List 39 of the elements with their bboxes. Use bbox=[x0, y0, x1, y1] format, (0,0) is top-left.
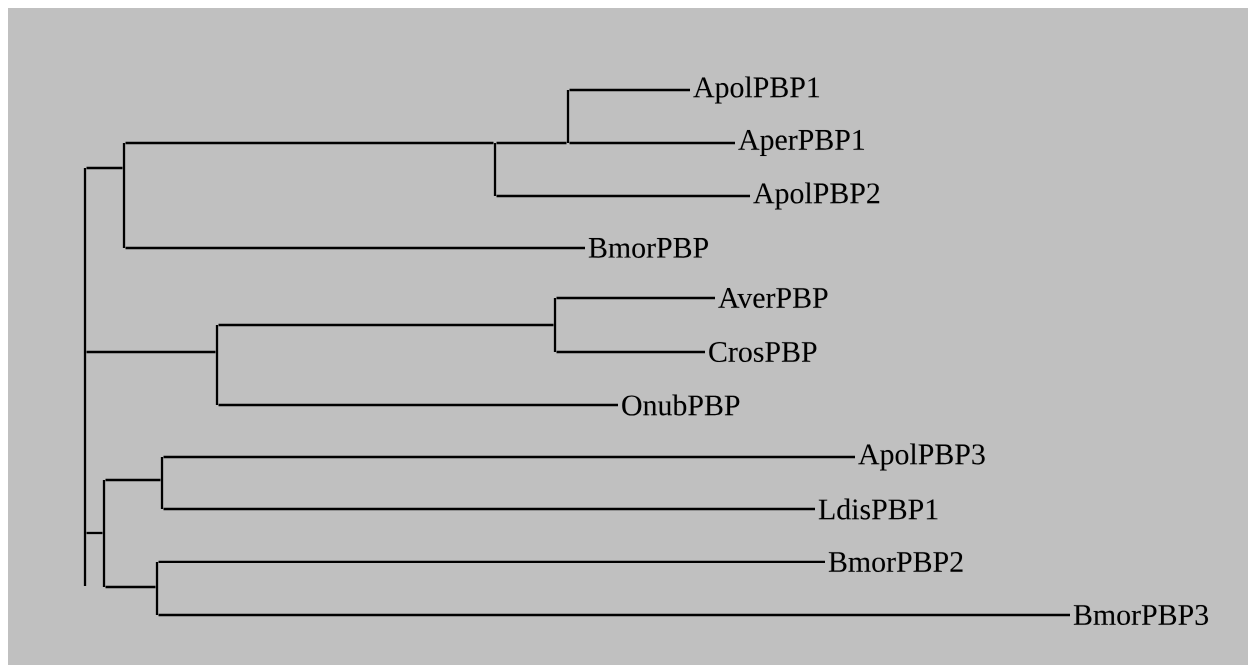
branch-bar bbox=[122, 143, 126, 248]
branch-bar bbox=[215, 325, 219, 405]
leaf-label: ApolPBP2 bbox=[753, 182, 880, 210]
tree-branch bbox=[105, 585, 156, 589]
tree-branch bbox=[163, 455, 855, 459]
tree-branch bbox=[86, 531, 103, 535]
tree-branch bbox=[496, 141, 567, 145]
branch-bar bbox=[160, 457, 164, 509]
tree-branch bbox=[569, 88, 690, 92]
leaf-label: LdisPBP1 bbox=[818, 498, 938, 520]
tree-branch bbox=[218, 323, 554, 327]
leaf-label: BmorPBP3 bbox=[1073, 604, 1208, 626]
branch-bar bbox=[83, 168, 87, 586]
tree-branch bbox=[86, 166, 123, 170]
leaf-label: BmorPBP2 bbox=[828, 551, 963, 573]
tree-branch bbox=[158, 560, 825, 564]
leaf-label: ApolPBP3 bbox=[858, 443, 985, 471]
tree-branch bbox=[569, 141, 735, 145]
leaf-label: OnubPBP bbox=[622, 394, 740, 416]
leaf-label: ApolPBP1 bbox=[693, 76, 820, 104]
branch-bar bbox=[493, 143, 497, 196]
branch-bar bbox=[566, 90, 570, 143]
tree-branch bbox=[158, 613, 1070, 617]
branch-bar bbox=[102, 480, 106, 587]
tree-branch bbox=[556, 350, 705, 354]
leaf-label: AperPBP1 bbox=[738, 129, 864, 157]
branch-bar bbox=[155, 562, 159, 615]
tree-branch bbox=[86, 350, 216, 354]
branch-bar bbox=[553, 298, 557, 352]
tree-branch bbox=[125, 246, 585, 250]
tree-branch bbox=[125, 141, 494, 145]
leaf-label: BmorPBP bbox=[588, 238, 708, 258]
leaf-label: AverPBP bbox=[718, 287, 828, 308]
tree-branch bbox=[556, 296, 715, 300]
leaf-label: CrosPBP bbox=[709, 341, 817, 363]
tree-branch bbox=[496, 194, 750, 198]
tree-branch bbox=[218, 403, 618, 407]
tree-branch bbox=[163, 507, 815, 511]
tree-branch bbox=[105, 478, 161, 482]
